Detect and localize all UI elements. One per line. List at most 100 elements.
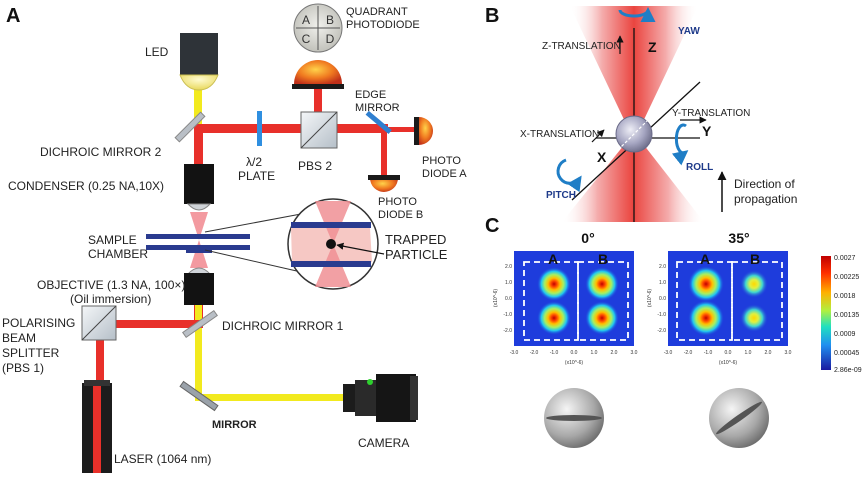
map-35-xtick-4: 1.0 [745,350,752,356]
chamber-top-plate [146,234,250,239]
beam-condenser-down [194,130,203,170]
bead-35-disc [715,401,763,435]
map-35-xtick-3: 0.0 [725,350,732,356]
photodiode-a-base [414,117,419,145]
intensity-map-0: 0° A B 2.0 1.0 0.0 -1.0 -2.0 (x10^-6) -3… [493,230,638,366]
map-0-ytick-4: -2.0 [503,328,512,334]
map-35-spot-br [740,304,768,332]
map-0-quad-b: B [598,251,608,267]
camera-label: CAMERA [358,436,409,450]
colorbar-tick-2: 0.0018 [834,293,856,300]
direction-label-2: propagation [734,192,797,206]
map-0-xtick-1: -2.0 [530,350,539,356]
pbs2-label: PBS 2 [298,159,332,173]
camera-indicator [367,379,373,385]
panel-a: A LED A B C D [2,3,467,473]
map-0-quad-a: A [548,251,558,267]
colorbar: 0.0027 0.00225 0.0018 0.00135 0.0009 0.0… [821,255,862,374]
map-35-quad-b: B [750,251,760,267]
laser-beam-core [93,383,101,473]
direction-label-1: Direction of [734,177,795,191]
map-0-xtick-3: 0.0 [571,350,578,356]
photodiode-b-base [368,175,400,180]
map-35-spot-tl [688,266,724,302]
map-35-quadrant-a-box [676,261,733,341]
inset-top-plate [291,222,371,228]
colorbar-tick-4: 0.0009 [834,331,856,338]
map-35-quad-a: A [700,251,710,267]
map-35-spot-bl [688,300,724,336]
pitch-rotation-icon [556,158,582,193]
camera-lens-front [343,384,357,412]
halfwave-label-2: PLATE [238,169,275,183]
led-bulb [179,74,219,91]
z-translation-label: Z-TRANSLATION [542,41,621,52]
beam-to-quadrant [314,86,322,128]
mirror-label: MIRROR [212,419,257,431]
map-0-xtick-6: 3.0 [631,350,638,356]
beam-pbs1-to-dichroic1 [100,320,203,328]
map-0-quadrant-b-box [577,261,629,341]
panel-c-label: C [485,215,499,237]
pbs2-diagonal [300,111,338,149]
colorbar-gradient [821,256,831,370]
beam-led-vertical [194,84,202,132]
roll-rotation-icon [671,123,689,166]
map-35-angle: 35° [728,230,749,246]
condenser-label: CONDENSER (0.25 NA,10X) [8,179,164,193]
quadrant-b: B [326,13,334,27]
quadrant-photodiode: A B C D QUADRANT PHOTODIODE [292,3,420,89]
map-0-xtick-5: 2.0 [611,350,618,356]
camera-body [376,374,416,422]
map-0-ytick-0: 2.0 [505,264,512,270]
laser-top-cap [84,380,110,386]
trapped-particle-arrow [336,242,385,255]
pbs1-label-4: (PBS 1) [2,361,44,375]
map-35-ytick-2: 0.0 [659,296,666,302]
edge-mirror-label-1: EDGE [355,89,386,101]
yaw-rotation-icon [618,7,656,23]
inset-leader-bottom [204,249,302,273]
map-0-spot-br [585,301,619,335]
beam-yellow-down [195,300,202,400]
x-translation-label: X-TRANSLATION [520,129,599,140]
z-axis-label: Z [648,39,657,55]
edge-mirror [365,110,392,134]
bead-0-degrees [544,388,604,448]
quadrant-c: C [302,32,311,46]
led-housing [180,33,218,75]
map-0-y-ticks: 2.0 1.0 0.0 -1.0 -2.0 [503,264,512,334]
edge-mirror-label-2: MIRROR [355,102,400,114]
map-0-spot-tr [585,267,619,301]
bead-0-disc [546,415,602,421]
colorbar-tick-0: 0.0027 [834,255,856,262]
map-35-ytick-1: 1.0 [659,280,666,286]
inset-bottom-plate [291,261,371,267]
map-0-quadrant-a-box [523,261,579,341]
bead-35-degrees [709,388,769,448]
mirror [179,380,219,412]
quadrant-label-1: QUADRANT [346,6,408,18]
sphere-axis-line [617,117,651,151]
map-0-ytick-3: -1.0 [503,312,512,318]
photodiode-a-label-1: PHOTO [422,155,461,167]
trapped-label-2: PARTICLE [385,247,448,262]
beam-to-diode-a [380,127,416,132]
sample-chamber-label-1: SAMPLE [88,233,137,247]
inset-leader-top [204,213,302,233]
dichroic-mirror-2 [174,111,206,143]
condenser-body [184,164,214,204]
map-35-x-ticks: -3.0 -2.0 -1.0 0.0 1.0 2.0 3.0 [664,350,792,356]
map-35-y-axis-title: (x10^-6) [647,289,653,308]
photodiode-b-label-2: DIODE B [378,209,423,221]
halfwave-label-1: λ/2 [246,155,262,169]
map-0-ytick-1: 1.0 [505,280,512,286]
roll-label: ROLL [686,162,713,173]
map-35-spot-tr [740,270,768,298]
photodiode-a-dome [419,117,433,145]
pbs1-label-2: BEAM [2,331,36,345]
colorbar-tick-5: 0.00045 [834,350,859,357]
halfwave-plate [257,111,262,146]
dichroic-mirror-1 [182,309,218,339]
map-0-y-axis-title: (x10^-6) [493,289,499,308]
